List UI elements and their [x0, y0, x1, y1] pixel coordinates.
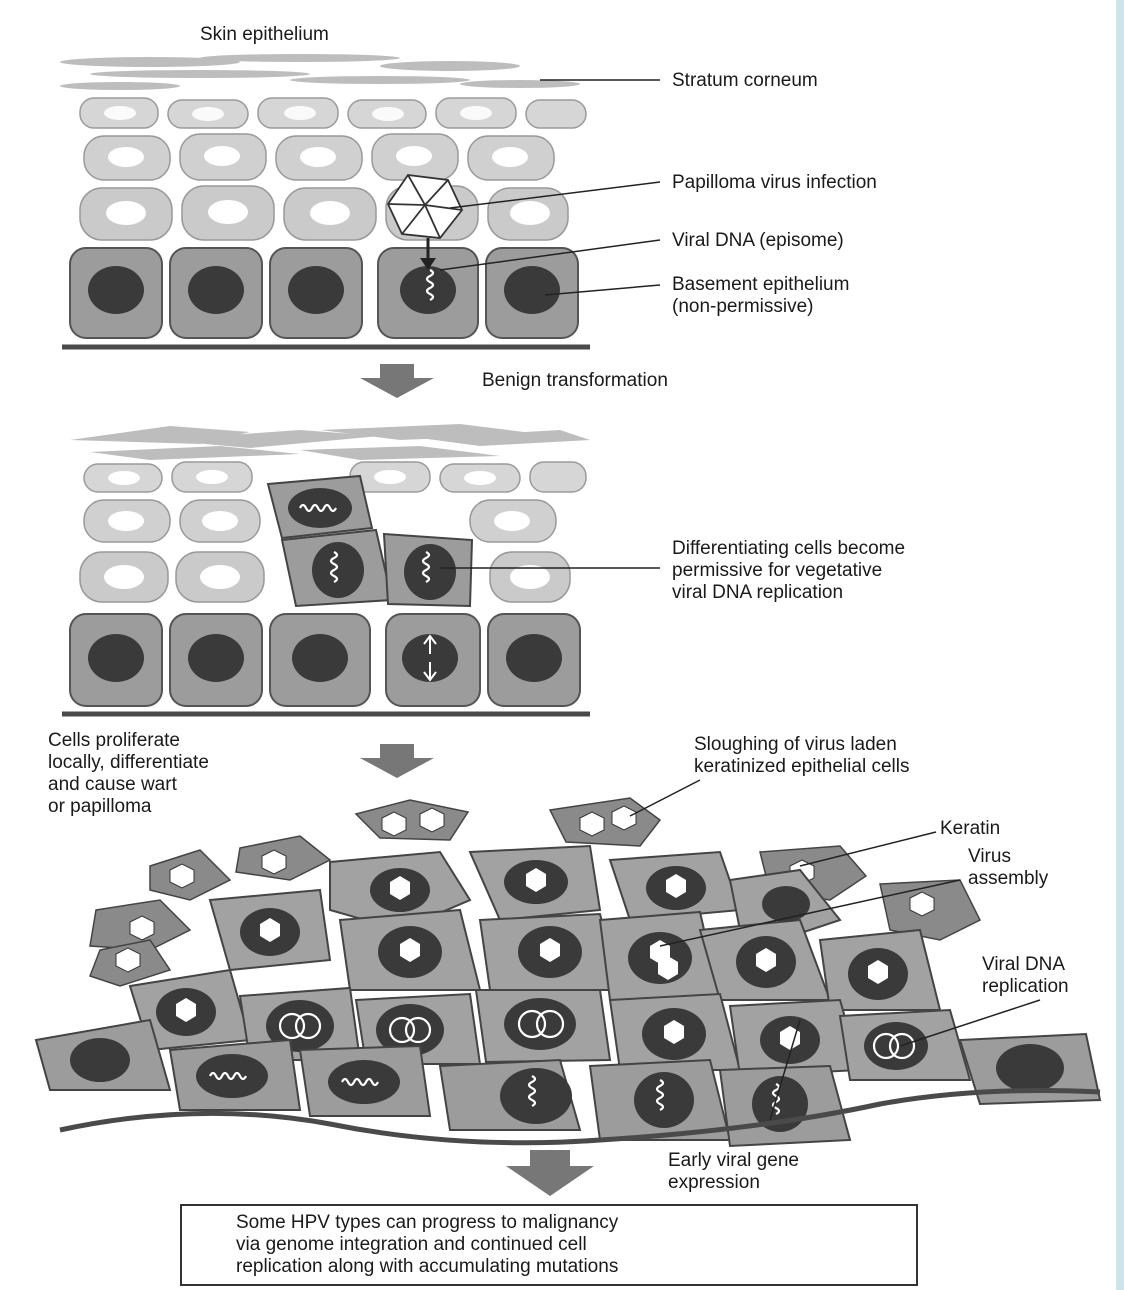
label-basement-epithelium: Basement epithelium (non-permissive)	[672, 274, 849, 318]
label-papilloma-virus-infection: Papilloma virus infection	[672, 172, 877, 194]
transition-arrow-1	[360, 364, 434, 398]
upper-flat-cells	[80, 98, 586, 128]
label-sloughing: Sloughing of virus laden keratinized epi…	[694, 734, 909, 778]
malignancy-note-box: Some HPV types can progress to malignanc…	[180, 1204, 918, 1286]
label-viral-dna-replication: Viral DNA replication	[982, 954, 1069, 998]
middle-epithelium-panel	[62, 424, 660, 714]
transition-arrow-3	[506, 1150, 594, 1196]
transition-arrow-2	[360, 744, 434, 778]
stratum-corneum-layer	[60, 54, 580, 90]
right-edge-strip	[1116, 0, 1124, 1290]
label-cells-proliferate: Cells proliferate locally, differentiate…	[48, 730, 209, 818]
middle-stratum-corneum	[70, 424, 590, 460]
label-keratin: Keratin	[940, 818, 1000, 840]
label-differentiating-cells: Differentiating cells become permissive …	[672, 538, 905, 604]
top-epithelium-panel	[60, 54, 660, 347]
label-stratum-corneum: Stratum corneum	[672, 70, 818, 92]
label-skin-epithelium: Skin epithelium	[200, 24, 329, 46]
label-early-viral-gene-expression: Early viral gene expression	[668, 1150, 799, 1194]
label-benign-transformation: Benign transformation	[482, 370, 668, 392]
malignancy-note-text: Some HPV types can progress to malignanc…	[236, 1212, 896, 1278]
label-viral-dna-episome: Viral DNA (episome)	[672, 230, 844, 252]
label-virus-assembly: Virus assembly	[968, 846, 1048, 890]
